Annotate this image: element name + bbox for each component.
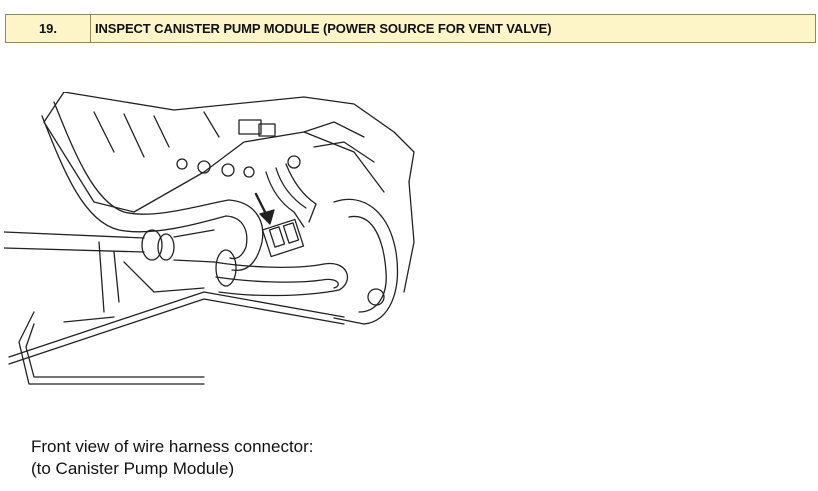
caption-line-2: (to Canister Pump Module): [31, 459, 235, 478]
connector-location-illustration: [4, 92, 415, 385]
step-header: 19. INSPECT CANISTER PUMP MODULE (POWER …: [5, 14, 816, 43]
step-number: 19.: [6, 15, 91, 42]
arrow-icon: [259, 209, 275, 225]
step-title: INSPECT CANISTER PUMP MODULE (POWER SOUR…: [95, 21, 552, 36]
caption: Front view of wire harness connector: (t…: [31, 436, 314, 480]
caption-line-1: Front view of wire harness connector:: [31, 437, 314, 456]
